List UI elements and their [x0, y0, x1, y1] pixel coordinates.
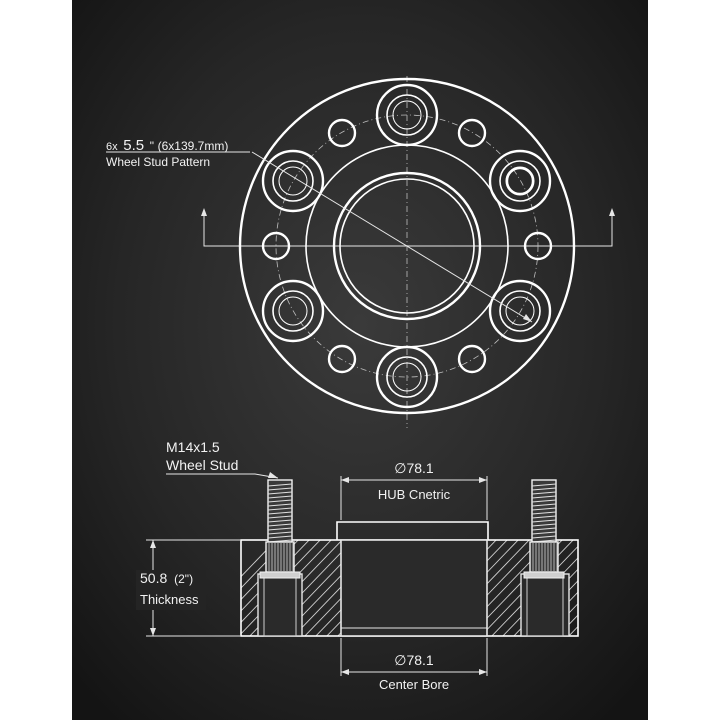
stud-boss: [488, 149, 552, 213]
center-bore: [340, 539, 488, 637]
thickness-arrow-top: [150, 540, 156, 548]
stud-leader-arrow: [268, 472, 278, 478]
thread-line: [267, 483, 293, 487]
hub-label: HUB Cnetric: [378, 487, 451, 502]
outer-flange: [238, 77, 576, 415]
center-bore-ring: [339, 178, 475, 314]
thread-line: [531, 507, 557, 511]
thread-line: [267, 499, 293, 503]
dimension-arrow: [523, 314, 532, 322]
thickness-arrow-bottom: [150, 628, 156, 636]
bolt-pattern-inch-mark: ": [150, 139, 154, 153]
thread-line: [267, 535, 293, 539]
thread-line: [531, 523, 557, 527]
bolt-pattern-label: Wheel Stud Pattern: [106, 155, 210, 169]
thread-line: [531, 495, 557, 499]
hub-lip: [336, 521, 489, 540]
stud-label: Wheel Stud: [166, 457, 238, 473]
lug-hole: [457, 118, 487, 148]
bore-label: Center Bore: [379, 677, 449, 692]
thread-line: [267, 523, 293, 527]
stud-bosses: [261, 83, 552, 409]
right-stud-head: [523, 571, 565, 579]
thread-line: [267, 519, 293, 523]
thickness-value: 50.8 (2"): [140, 570, 193, 586]
bolt-pattern-prefix: 6x: [106, 141, 118, 153]
left-stud: [259, 479, 301, 579]
thread-line: [531, 491, 557, 495]
bolt-pattern-inches: 5.5: [123, 137, 144, 154]
thread-line: [267, 491, 293, 495]
thread-line: [267, 515, 293, 519]
thread-line: [531, 511, 557, 515]
thread-line: [267, 531, 293, 535]
thread-line: [531, 487, 557, 491]
stud-boss: [375, 345, 439, 409]
hub-ring: [332, 171, 482, 321]
thread-line: [267, 527, 293, 531]
stud-boss: [261, 149, 325, 213]
section-line: [203, 213, 613, 247]
lug-hole: [505, 166, 535, 196]
hatch-line: [557, 614, 578, 636]
lug-holes: [261, 118, 553, 374]
bore-arrow-left: [341, 669, 349, 675]
thickness-mm: 50.8: [140, 570, 167, 586]
hub-arrow-left: [341, 477, 349, 483]
lug-hole: [327, 118, 357, 148]
hub-arrow-right: [479, 477, 487, 483]
lug-hole: [327, 344, 357, 374]
top-view: 6x 5.5 " (6x139.7mm) Wheel Stud Pattern: [106, 76, 615, 428]
thread-line: [267, 487, 293, 491]
thickness-inches: (2"): [174, 572, 193, 586]
thread-line: [531, 519, 557, 523]
thread-line: [267, 511, 293, 515]
thread-line: [531, 483, 557, 487]
bolt-circle: [275, 114, 539, 378]
stud-boss: [261, 279, 325, 343]
section-view: M14x1.5 Wheel Stud ∅78.1 HUB Cnetric ∅78…: [136, 439, 579, 692]
bolt-pattern-spec: 6x 5.5 " (6x139.7mm): [106, 137, 228, 154]
bore-diameter: ∅78.1: [394, 652, 434, 668]
lug-hole: [261, 231, 291, 261]
bolt-pattern-metric: (6x139.7mm): [158, 139, 229, 153]
thread-line: [267, 507, 293, 511]
left-stud-head: [259, 571, 301, 579]
left-nut-pocket: [257, 573, 303, 637]
bore-arrow-right: [479, 669, 487, 675]
lug-hole: [457, 344, 487, 374]
thread-line: [267, 495, 293, 499]
thickness-label: Thickness: [140, 592, 199, 607]
thread-line: [531, 527, 557, 531]
section-arrow-right: [609, 208, 615, 216]
hub-diameter: ∅78.1: [394, 460, 434, 476]
thread-line: [531, 499, 557, 503]
right-nut-pocket: [520, 573, 570, 637]
lug-hole: [523, 231, 553, 261]
stud-thread-label: M14x1.5: [166, 439, 220, 455]
stud-boss: [375, 83, 439, 147]
thread-line: [267, 503, 293, 507]
stud-boss: [488, 279, 552, 343]
bolt-pattern-dimension-line: [251, 151, 533, 323]
right-stud-knurl: [529, 541, 559, 573]
hatch-line: [241, 540, 277, 578]
thread-line: [531, 535, 557, 539]
right-stud: [523, 479, 565, 579]
thread-line: [531, 515, 557, 519]
thread-line: [531, 531, 557, 535]
section-arrow-left: [201, 208, 207, 216]
thickness-label-bg: [136, 570, 206, 610]
left-stud-knurl: [265, 541, 295, 573]
thread-line: [531, 503, 557, 507]
